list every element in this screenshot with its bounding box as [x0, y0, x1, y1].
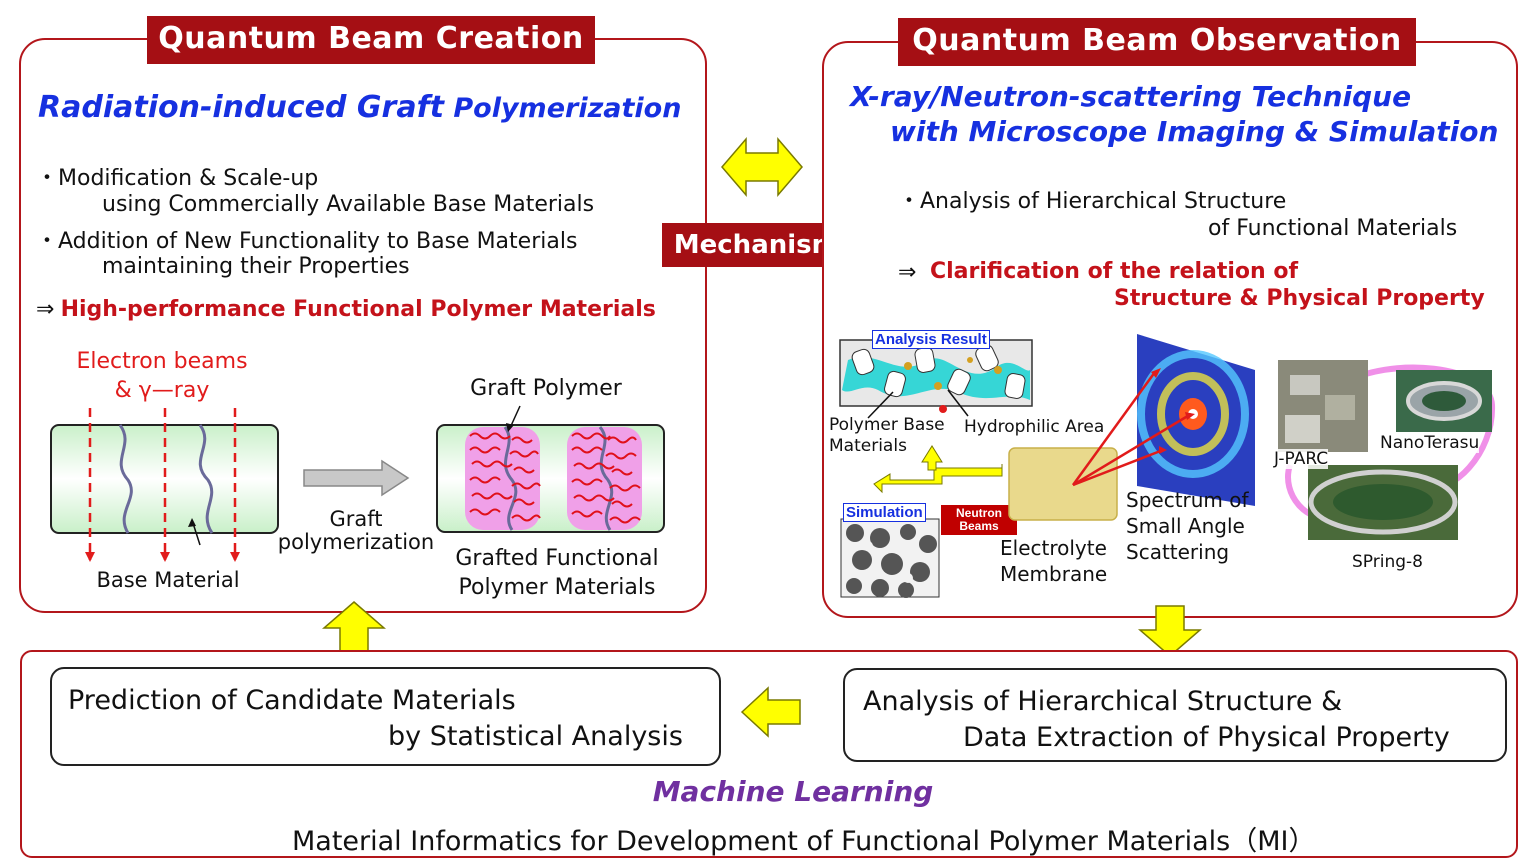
observation-heading-line1: X-ray/Neutron-scattering Technique [850, 80, 1412, 113]
quantum-beam-observation-title: Quantum Beam Observation [898, 18, 1416, 66]
bullet2-line2: maintaining their Properties [102, 254, 410, 279]
observation-heading-line2: with Microscope Imaging & Simulation [890, 115, 1499, 148]
prediction-line1: Prediction of Candidate Materials [68, 685, 516, 716]
prediction-line2: by Statistical Analysis [388, 721, 683, 752]
right-result-line2: Structure & Physical Property [1114, 286, 1485, 311]
graft-polymerization-heading: Radiation-induced Graft Polymerization [38, 90, 681, 125]
observation-bullet-line1: ・Analysis of Hierarchical Structure [898, 189, 1287, 214]
neutron-beams-line2: Beams [959, 519, 999, 533]
process-label-line1: Graft [329, 507, 383, 531]
spring8-label: SPring-8 [1352, 552, 1423, 572]
analysis-box: Analysis of Hierarchical Structure & Dat… [843, 668, 1507, 762]
hydrophilic-label: Hydrophilic Area [964, 417, 1105, 437]
observation-bullet-line2: of Functional Materials [1208, 216, 1458, 241]
left-result-arrow: ⇒ [36, 297, 55, 322]
bullet2-line1: ・Addition of New Functionality to Base M… [36, 229, 578, 254]
analysis-result-label: Analysis Result [872, 330, 990, 349]
prediction-box: Prediction of Candidate Materials by Sta… [50, 667, 721, 766]
polymer-base-label-line2: Materials [829, 436, 907, 456]
jparc-label: J-PARC [1274, 449, 1329, 469]
beam-label-line1: Electron beams [76, 349, 248, 374]
down-arrow-icon [1137, 605, 1203, 657]
grafted-material-diagram [436, 405, 665, 533]
neutron-beams-line1: Neutron [956, 506, 1002, 520]
spectrum-label-line3: Scattering [1126, 540, 1230, 564]
base-material-label: Base Material [96, 568, 240, 592]
analysis-result-image [839, 339, 1033, 419]
bent-arrow-icon [873, 445, 1003, 494]
spectrum-label-line1: Spectrum of [1126, 488, 1249, 512]
heading-part1: Radiation-induced Graft [38, 90, 444, 125]
simulation-label: Simulation [843, 503, 926, 522]
base-material-diagram [50, 408, 279, 562]
quantum-beam-creation-title: Quantum Beam Creation [147, 16, 595, 64]
right-result-arrow: ⇒ [898, 260, 917, 285]
left-result-row: ⇒ High-performance Functional Polymer Ma… [36, 296, 656, 322]
grafted-label-line2: Polymer Materials [458, 575, 656, 600]
scattering-setup-diagram [1008, 334, 1255, 521]
simulation-image [840, 518, 940, 598]
process-label-line2: polymerization [277, 530, 435, 554]
graft-polymer-label: Graft Polymer [470, 376, 622, 401]
process-arrow-icon [303, 459, 410, 497]
analysis-line2: Data Extraction of Physical Property [963, 722, 1450, 753]
right-result-line1: Clarification of the relation of [930, 259, 1299, 284]
heading-part2: Polymerization [443, 93, 682, 124]
grafted-label-line1: Grafted Functional [455, 546, 659, 571]
spectrum-label-line2: Small Angle [1126, 514, 1245, 538]
electrolyte-label-line2: Membrane [1000, 562, 1108, 586]
nanoterasu-label: NanoTerasu [1380, 433, 1480, 453]
neutron-beams-tag: Neutron Beams [941, 505, 1017, 535]
bullet1-line2: using Commercially Available Base Materi… [102, 192, 595, 217]
left-arrow-icon [740, 686, 801, 738]
bullet1-line1: ・Modification & Scale-up [36, 166, 319, 191]
facilities-map [1278, 360, 1496, 540]
electrolyte-label-line1: Electrolyte [1000, 536, 1107, 560]
material-informatics-label: Material Informatics for Development of … [292, 826, 1316, 857]
left-result-text: High-performance Functional Polymer Mate… [60, 297, 656, 322]
polymer-base-label-line1: Polymer Base [829, 415, 945, 435]
double-arrow-icon [721, 136, 803, 198]
analysis-line1: Analysis of Hierarchical Structure & [863, 686, 1343, 717]
machine-learning-label: Machine Learning [652, 775, 934, 808]
beam-label-line2: & γ—ray [114, 378, 210, 403]
